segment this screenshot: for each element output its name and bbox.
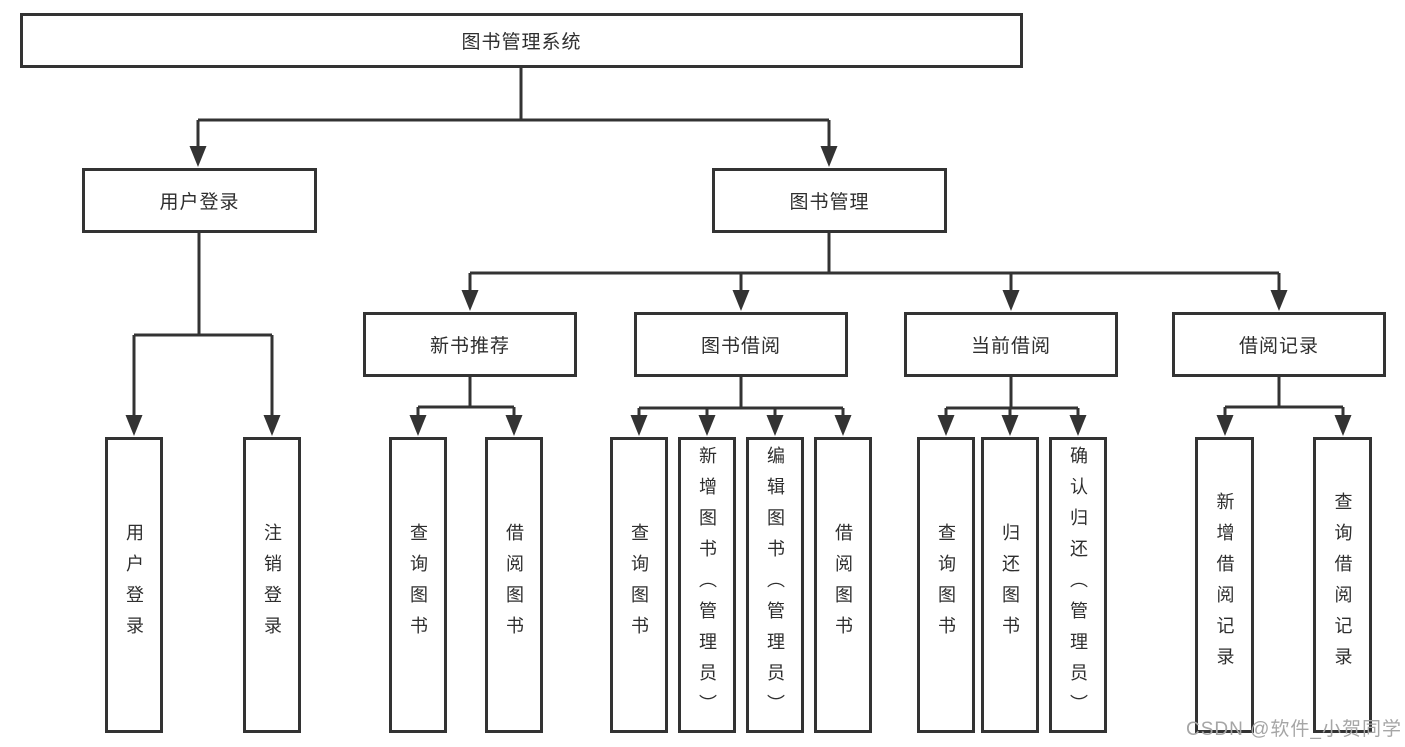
node-label: 查询图书: [936, 523, 956, 647]
node-label: 注销登录: [262, 523, 282, 647]
node-query-borrow-record: 查询借阅记录: [1313, 437, 1372, 733]
connector-root-to-level2: [189, 68, 838, 167]
node-user-login: 用户登录: [82, 168, 317, 233]
node-current-borrowing: 当前借阅: [904, 312, 1118, 377]
connector-userlogin-to-children: [125, 233, 281, 436]
node-confirm-return-admin: 确认归还（管理员）: [1049, 437, 1107, 733]
connector-recommend-to-children: [409, 377, 523, 436]
node-query-books-recommend: 查询图书: [389, 437, 447, 733]
connector-borrowing-to-children: [630, 377, 852, 436]
watermark: CSDN @软件_小贺同学: [1186, 719, 1402, 740]
node-label: 查询图书: [629, 523, 649, 647]
node-add-borrow-record: 新增借阅记录: [1195, 437, 1254, 733]
node-label: 借阅图书: [504, 523, 524, 647]
node-label: 确认归还（管理员）: [1068, 445, 1088, 725]
node-book-borrowing: 图书借阅: [634, 312, 848, 377]
connector-bookmanage-to-level3: [461, 233, 1288, 311]
node-new-book-recommend: 新书推荐: [363, 312, 577, 377]
node-book-management: 图书管理: [712, 168, 947, 233]
node-borrow-books-borrowing: 借阅图书: [814, 437, 872, 733]
node-return-books: 归还图书: [981, 437, 1039, 733]
node-borrow-books-recommend: 借阅图书: [485, 437, 543, 733]
node-add-books-admin: 新增图书（管理员）: [678, 437, 736, 733]
connector-records-to-children: [1216, 377, 1352, 436]
node-edit-books-admin: 编辑图书（管理员）: [746, 437, 804, 733]
node-label: 借阅图书: [833, 523, 853, 647]
node-root: 图书管理系统: [20, 13, 1023, 68]
node-label: 用户登录: [124, 523, 144, 647]
node-label: 编辑图书（管理员）: [765, 445, 785, 725]
node-label: 查询借阅记录: [1332, 492, 1353, 678]
node-user-login-leaf: 用户登录: [105, 437, 163, 733]
node-label: 查询图书: [408, 523, 428, 647]
node-label: 新增借阅记录: [1214, 492, 1235, 678]
node-borrowing-records: 借阅记录: [1172, 312, 1386, 377]
connector-current-to-children: [937, 377, 1087, 436]
node-label: 归还图书: [1000, 523, 1020, 647]
node-label: 新增图书（管理员）: [697, 445, 717, 725]
node-query-books-borrowing: 查询图书: [610, 437, 668, 733]
node-logout-leaf: 注销登录: [243, 437, 301, 733]
node-query-books-current: 查询图书: [917, 437, 975, 733]
